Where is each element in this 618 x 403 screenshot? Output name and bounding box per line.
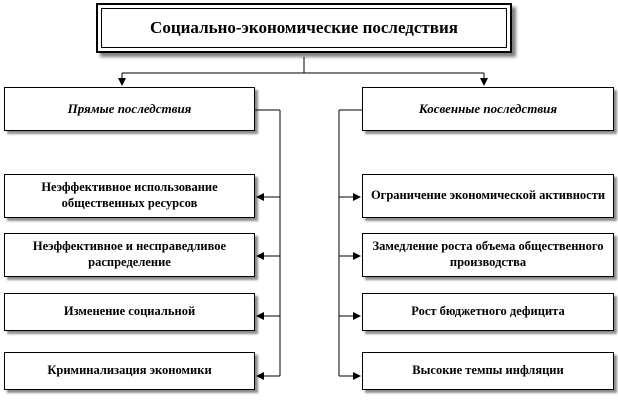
left-item-2-text: Неэффективное и несправедливое распредел… — [32, 239, 227, 269]
left-header-text: Прямые последствия — [67, 100, 192, 116]
right-item-4: Высокие темпы инфляции — [362, 352, 614, 390]
right-item-3-text: Рост бюджетного дефицита — [411, 304, 565, 319]
right-item-1-text: Ограничение экономической активности — [370, 188, 606, 203]
title-box: Социально-экономические последствия — [96, 3, 512, 53]
right-item-2: Замедление роста объема общественного пр… — [362, 233, 614, 277]
left-item-1: Неэффективное использование общественных… — [4, 174, 255, 218]
left-item-4-text: Криминализация экономики — [47, 363, 212, 378]
right-item-2-text: Замедление роста объема общественного пр… — [372, 239, 604, 269]
right-item-1: Ограничение экономической активности — [362, 174, 614, 218]
left-item-4: Криминализация экономики — [4, 352, 255, 390]
left-item-2: Неэффективное и несправедливое распредел… — [4, 233, 255, 277]
right-item-4-text: Высокие темпы инфляции — [412, 363, 564, 378]
left-item-3: Изменение социальной — [4, 293, 255, 331]
left-item-1-text: Неэффективное использование общественных… — [41, 180, 218, 210]
right-item-3: Рост бюджетного дефицита — [362, 293, 614, 331]
title-text: Социально-экономические последствия — [101, 8, 507, 48]
left-header-box: Прямые последствия — [4, 87, 255, 131]
right-header-text: Косвенные последствия — [418, 100, 558, 116]
right-header-box: Косвенные последствия — [362, 87, 614, 131]
left-item-3-text: Изменение социальной — [63, 304, 196, 319]
